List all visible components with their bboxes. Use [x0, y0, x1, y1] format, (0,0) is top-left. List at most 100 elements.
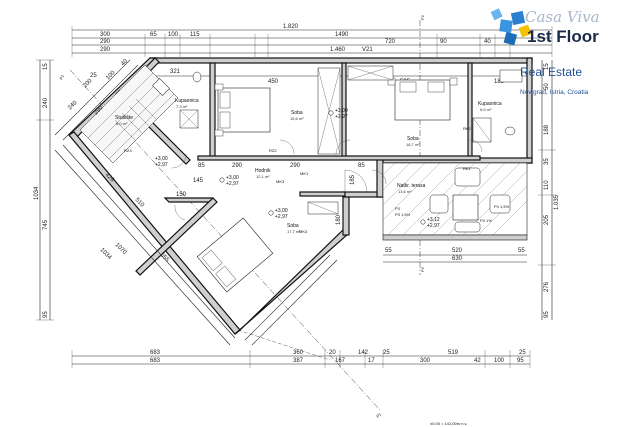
dim-bottom-8: 683 — [150, 358, 161, 364]
dim-left-2: 1034 — [34, 186, 40, 200]
dim-bottom-11: 17 — [368, 358, 375, 364]
dim-int-2: 290 — [232, 163, 243, 169]
bed-room-3 — [196, 217, 274, 293]
tag-mk1: MK1 — [300, 171, 309, 176]
bed-room-1 — [214, 83, 271, 137]
level-2a: +3,00 — [226, 175, 239, 181]
level-1b: +2,97 — [335, 114, 348, 120]
dim-right-5: 110 — [544, 180, 550, 190]
dim-right-2: 50 — [544, 83, 550, 90]
level-3b: +2,97 — [275, 214, 288, 220]
covered-terrace — [382, 162, 528, 241]
axis-v21: V21 — [362, 47, 373, 53]
dim-bottom-3: 20 — [329, 350, 336, 356]
room-area-stairs: 8,0 m² — [116, 121, 128, 126]
dim-bottom-14: 100 — [494, 358, 505, 364]
top-dimension-lines — [71, 26, 553, 77]
tag-p1-bottom: P1 — [375, 411, 383, 419]
bathroom-left-fixtures — [152, 71, 202, 129]
dim-left-5: 95 — [43, 311, 49, 318]
dim-bottom-12: 300 — [420, 358, 431, 364]
tag-p3-slope: P3 1,5% — [395, 212, 411, 217]
level-2b: +2,97 — [226, 181, 239, 187]
room-area-bath-left: 7,3 m² — [176, 104, 188, 109]
dim-top-11: 1.460 — [330, 47, 346, 53]
dim-terrace-1: 55 — [385, 248, 392, 254]
room-area-terrace: 13,6 m² — [398, 189, 412, 194]
dim-left-3: 745 — [43, 219, 49, 230]
bed-room-2 — [387, 77, 458, 121]
door-swings — [171, 139, 483, 221]
dim-top-3: 100 — [168, 32, 179, 38]
room-area-bath-right: 6,6 m² — [480, 107, 492, 112]
dim-int-8: 180 — [336, 214, 342, 225]
dim-top-2: 65 — [150, 32, 157, 38]
dim-right-7: 276 — [544, 281, 550, 292]
dim-top-7: 90 — [440, 39, 447, 45]
dim-diag-4: 290 — [93, 105, 105, 117]
dim-diag-1: 200 — [82, 78, 94, 90]
left-dimension-lines — [36, 59, 54, 321]
dim-bottom-2: 360 — [293, 350, 304, 356]
dim-diag-3: 40 — [120, 58, 129, 67]
dim-top-8: 40 — [484, 39, 491, 45]
dim-terrace-4: 630 — [452, 256, 463, 262]
dim-diag-2: 100 — [105, 70, 117, 82]
dim-top-6: 720 — [385, 39, 396, 45]
room-label-stairs: Stubište — [115, 115, 133, 121]
footer-elevation-note: ±0,00 = 141,00m n.v. — [430, 421, 467, 426]
room-label-terrace: Natkr. terasa — [397, 183, 426, 189]
dim-bottom-9: 387 — [293, 358, 304, 364]
tag-p4: P4 1% — [480, 218, 492, 223]
tag-p3: P3 — [395, 206, 401, 211]
level-1a: +3,00 — [335, 108, 348, 114]
dim-top-14: 450 — [268, 79, 279, 85]
dim-top-9: 290 — [100, 39, 111, 45]
dim-bottom-1: 683 — [150, 350, 161, 356]
dim-right-4: 35 — [544, 158, 550, 165]
dim-top-13: 321 — [170, 69, 181, 75]
tag-rk2: RK2 — [463, 126, 472, 131]
logo-floor-text: 1st Floor — [527, 27, 599, 46]
room-label-hallway: Hodnik — [255, 168, 271, 174]
dim-bottom-10: 167 — [335, 358, 346, 364]
dim-top-17: 25 — [90, 73, 97, 79]
dim-top-5: 1490 — [335, 32, 349, 38]
tag-p2-top: P2 — [420, 14, 425, 20]
level-markers — [219, 110, 426, 225]
dim-int-7: 185 — [350, 174, 356, 185]
tag-rk1: RK1 — [463, 166, 472, 171]
dim-bottom-15: 95 — [517, 358, 524, 364]
dim-top-4: 115 — [190, 32, 200, 38]
right-dimension-lines — [538, 60, 556, 320]
logo-company-name: Real Estate — [520, 65, 582, 79]
dim-right-8: 1.035 — [554, 194, 560, 210]
dim-diag-6: 426 — [104, 172, 116, 184]
dim-right-3: 188 — [544, 124, 550, 135]
room-area-bedroom-3: 17,7 m² — [287, 229, 301, 234]
room-label-bedroom-3: Soba — [287, 223, 299, 229]
dim-top-10: 290 — [100, 47, 111, 53]
tag-rz3: RZ3 — [124, 148, 132, 153]
diagonal-dimension-lines — [54, 59, 338, 346]
dim-bottom-4: 142 — [358, 350, 369, 356]
tag-p2-bottom: P2 — [420, 266, 425, 272]
dim-right-6: 205 — [544, 214, 550, 225]
tag-mk4: MK4 — [299, 229, 308, 234]
room-label-bath-right: Kupaonica — [478, 101, 502, 107]
bathroom-right-fixtures — [472, 69, 523, 143]
dim-diag-8: 655 — [159, 252, 171, 264]
dim-int-3: 290 — [290, 163, 301, 169]
level-3a: +3,00 — [275, 208, 288, 214]
room-label-bath-left: Kupaonica — [175, 98, 199, 104]
dim-left-1: 240 — [43, 97, 49, 108]
wardrobe-room-2 — [347, 65, 394, 81]
room-label-bedroom-1: Soba — [291, 110, 303, 116]
dim-bottom-13: 42 — [474, 358, 481, 364]
dim-int-1: 85 — [198, 163, 205, 169]
tag-p4-slope: P4 1,5% — [494, 204, 510, 209]
dim-terrace-2: 520 — [452, 248, 463, 254]
dim-right-1: 15 — [544, 63, 550, 70]
room-label-bedroom-2: Soba — [407, 136, 419, 142]
